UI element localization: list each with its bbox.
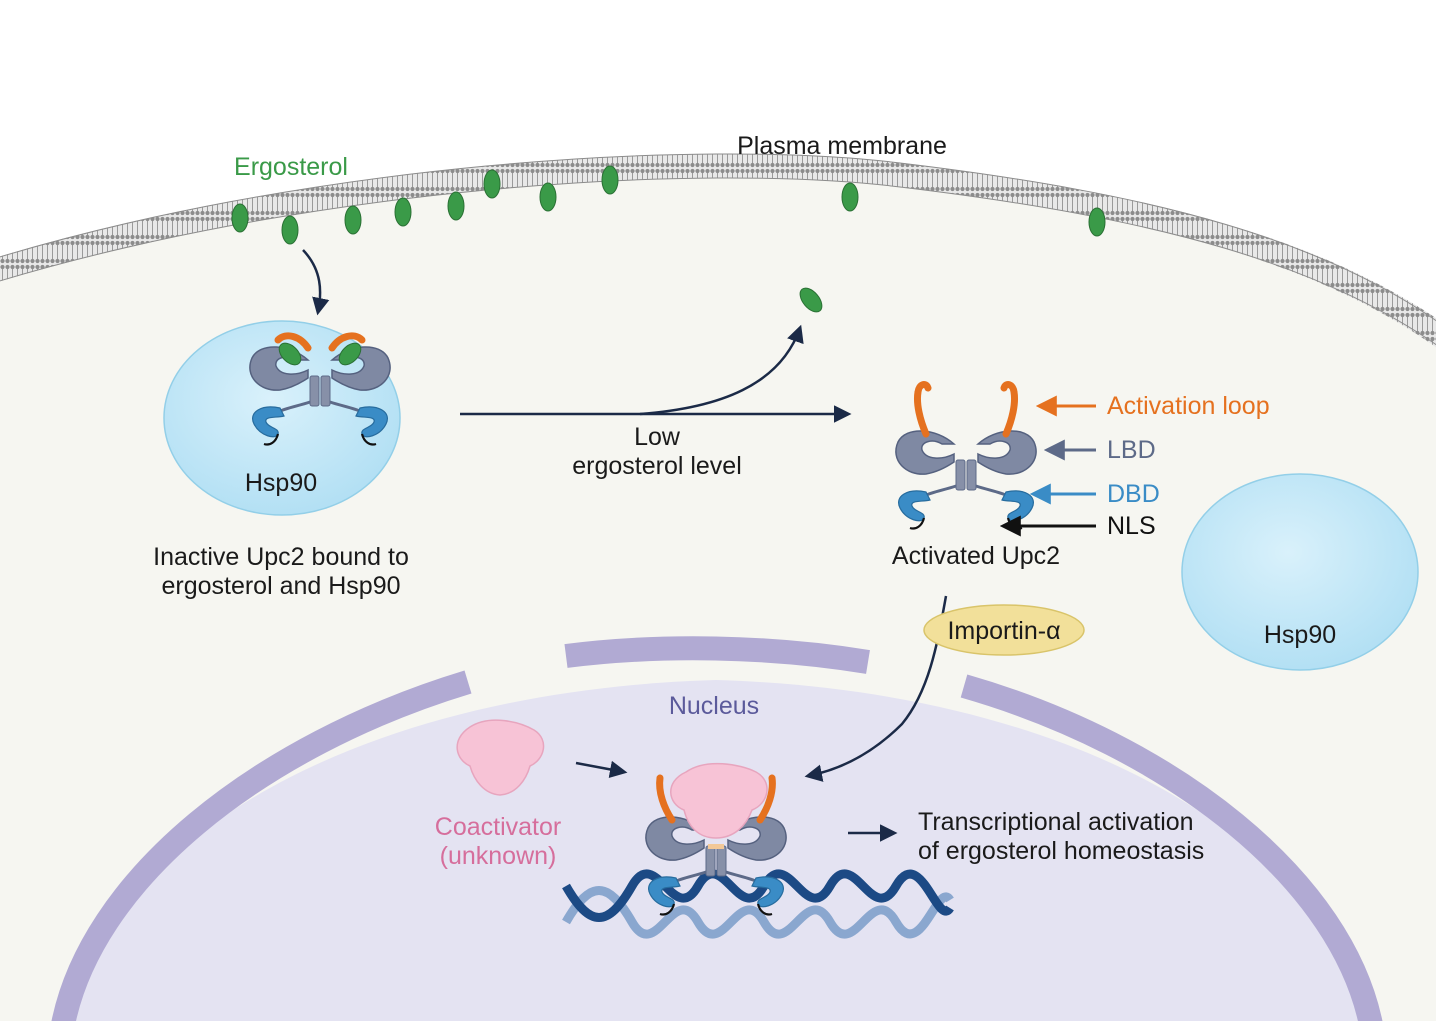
ergosterol-molecule <box>231 203 249 233</box>
transcription-line2: of ergosterol homeostasis <box>918 837 1204 865</box>
ergosterol-molecules <box>231 165 1106 245</box>
nucleus <box>67 680 1366 1021</box>
activated-upc2 <box>894 381 1038 531</box>
coactivator-bound <box>670 762 768 839</box>
nls-label: NLS <box>1107 512 1156 540</box>
importin-alpha-label: Importin-α <box>947 617 1060 645</box>
plasma-membrane-label: Plasma membrane <box>737 132 947 160</box>
nuclear-envelope <box>51 636 1383 1021</box>
hsp90-right <box>1181 473 1419 671</box>
coactivator-free <box>456 719 545 796</box>
coactivator-label-line1: Coactivator <box>435 813 561 841</box>
hsp90-left <box>163 320 401 516</box>
activation-loop-label: Activation loop <box>1107 392 1270 420</box>
hsp90-right-label: Hsp90 <box>1264 621 1336 649</box>
ergosterol-molecule <box>344 205 362 235</box>
ergosterol-label: Ergosterol <box>234 153 348 181</box>
ergosterol-molecule <box>394 197 412 227</box>
transcription-line1: Transcriptional activation <box>918 808 1194 836</box>
released-ergosterol <box>799 287 823 313</box>
nucleus-label: Nucleus <box>669 692 759 720</box>
plasma-membrane <box>0 154 1436 348</box>
ergosterol-molecule <box>281 215 299 245</box>
ergosterol-molecule <box>601 165 619 195</box>
bound-ergosterol <box>338 342 362 366</box>
inactive-caption-line1: Inactive Upc2 bound to <box>153 543 409 571</box>
activated-upc2-label: Activated Upc2 <box>892 542 1060 570</box>
ergosterol-binding-arrow <box>302 249 330 316</box>
ergosterol-molecule <box>483 169 501 199</box>
importin-alpha <box>923 604 1085 656</box>
ergosterol-release-arrow <box>639 324 804 416</box>
bound-ergosterol <box>278 342 302 366</box>
inactive-upc2 <box>248 332 392 447</box>
inactive-caption-line2: ergosterol and Hsp90 <box>161 572 400 600</box>
coactivator-label-line2: (unknown) <box>440 842 557 870</box>
lbd-label: LBD <box>1107 436 1156 464</box>
ergosterol-molecule <box>841 182 859 212</box>
coactivator-recruitment-arrow <box>575 760 628 779</box>
low-ergosterol-line1: Low <box>634 423 681 451</box>
low-ergosterol-line2: ergosterol level <box>572 452 742 480</box>
ergosterol-molecule <box>1088 207 1106 237</box>
dbd-label: DBD <box>1107 480 1160 508</box>
ergosterol-molecule <box>447 191 465 221</box>
hsp90-left-label: Hsp90 <box>245 469 317 497</box>
dna-bound-upc2 <box>644 774 788 917</box>
ergosterol-molecule <box>539 182 557 212</box>
